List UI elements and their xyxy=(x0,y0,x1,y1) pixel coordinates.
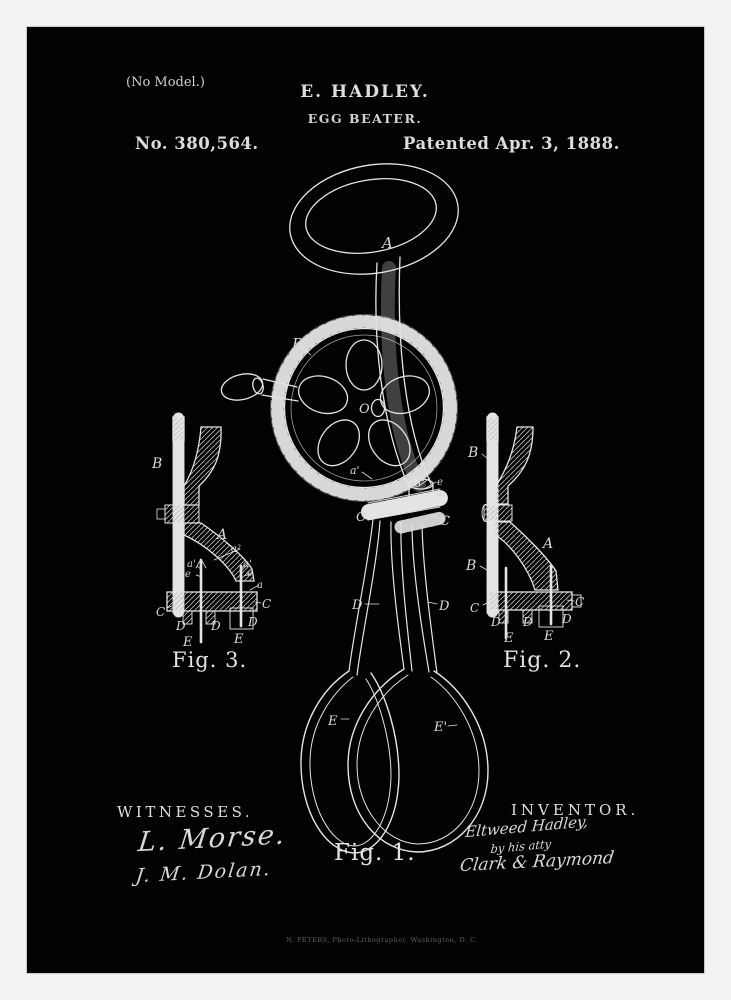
label-E-prime: E' xyxy=(433,720,447,735)
fig1-reference-labels: A B O a' a² a' e a C C D D E E' xyxy=(291,234,450,735)
clamp-block xyxy=(483,504,513,522)
handle-stem xyxy=(375,256,432,492)
label-C: C xyxy=(356,510,366,525)
patent-inventor-heading: E. HADLEY. xyxy=(300,82,430,102)
fig1-leader-lines xyxy=(300,346,458,727)
label-C: C xyxy=(470,601,479,615)
label-a: a xyxy=(436,488,442,499)
fig2-caption: Fig. 2. xyxy=(503,648,582,673)
gear-wheel xyxy=(270,314,458,502)
lower-arm xyxy=(183,522,255,582)
label-E: E xyxy=(327,714,338,729)
label-E: E xyxy=(182,635,193,650)
label-B: B xyxy=(291,335,303,353)
label-D: D xyxy=(561,612,572,626)
fig2-section-drawing: B B A C C D D D E E xyxy=(465,412,584,646)
label-E: E xyxy=(503,631,514,646)
label-D: D xyxy=(351,598,363,613)
no-model-note: (No Model.) xyxy=(126,75,205,90)
witnesses-heading: WITNESSES. xyxy=(117,803,254,821)
gear-hub xyxy=(370,398,386,418)
fig3-section-drawing: B A a² a' e a' e a C C D D D E E xyxy=(151,412,271,650)
label-D: D xyxy=(522,615,533,629)
fig3-caption: Fig. 3. xyxy=(172,648,248,672)
lithographer-line: N. PETERS, Photo-Lithographer, Washingto… xyxy=(286,936,478,944)
label-e: e xyxy=(247,568,253,579)
label-e: e xyxy=(437,477,443,488)
label-A: A xyxy=(541,536,553,552)
label-C: C xyxy=(156,605,165,619)
label-O: O xyxy=(359,402,370,417)
crank-handle xyxy=(220,373,299,402)
fig1-egg-beater-drawing: A B O a' a² a' e a C C D D E E' xyxy=(220,163,489,854)
label-B: B xyxy=(465,558,476,574)
label-A: A xyxy=(215,527,227,543)
label-D: D xyxy=(175,619,186,633)
fig2-leader-lines xyxy=(479,453,575,606)
lower-arm xyxy=(493,521,559,591)
upper-arm xyxy=(493,426,534,505)
label-a-prime: a' xyxy=(350,464,360,477)
label-C: C xyxy=(440,514,450,529)
label-a-2: a² xyxy=(419,463,429,474)
label-a-prime: a' xyxy=(419,473,428,484)
label-E: E xyxy=(543,629,554,644)
label-B: B xyxy=(151,456,162,472)
patent-number: No. 380,564. xyxy=(135,134,259,153)
label-B: B xyxy=(467,445,478,461)
fig3-reference-labels: B A a² a' e a' e a C C D D D E E xyxy=(151,456,271,650)
label-C: C xyxy=(262,597,271,611)
label-a-2: a² xyxy=(231,544,241,555)
label-D: D xyxy=(438,599,450,614)
beater-bulbs xyxy=(300,668,489,854)
label-e: e xyxy=(185,569,191,580)
label-D: D xyxy=(210,619,221,633)
beater-wires xyxy=(348,518,438,676)
label-C: C xyxy=(575,595,584,609)
fig3-leader-lines xyxy=(166,548,262,609)
upper-arm xyxy=(183,426,222,506)
clamp-block xyxy=(164,504,200,524)
label-E: E xyxy=(233,632,244,647)
label-D: D xyxy=(490,615,501,629)
ribbed-crossbar xyxy=(361,488,448,534)
label-D: D xyxy=(247,615,258,629)
patent-date: Patented Apr. 3, 1888. xyxy=(403,134,620,153)
fig2-reference-labels: B B A C C D D D E E xyxy=(465,445,584,646)
label-a: a xyxy=(257,580,263,591)
label-a-prime: a' xyxy=(187,559,196,570)
patent-subject-heading: EGG BEATER. xyxy=(307,111,423,126)
handle-loop xyxy=(289,163,459,275)
inventor-heading: INVENTOR. xyxy=(511,801,640,819)
label-a-prime: a' xyxy=(243,559,252,570)
label-A: A xyxy=(380,234,393,252)
base-bar xyxy=(488,591,573,611)
